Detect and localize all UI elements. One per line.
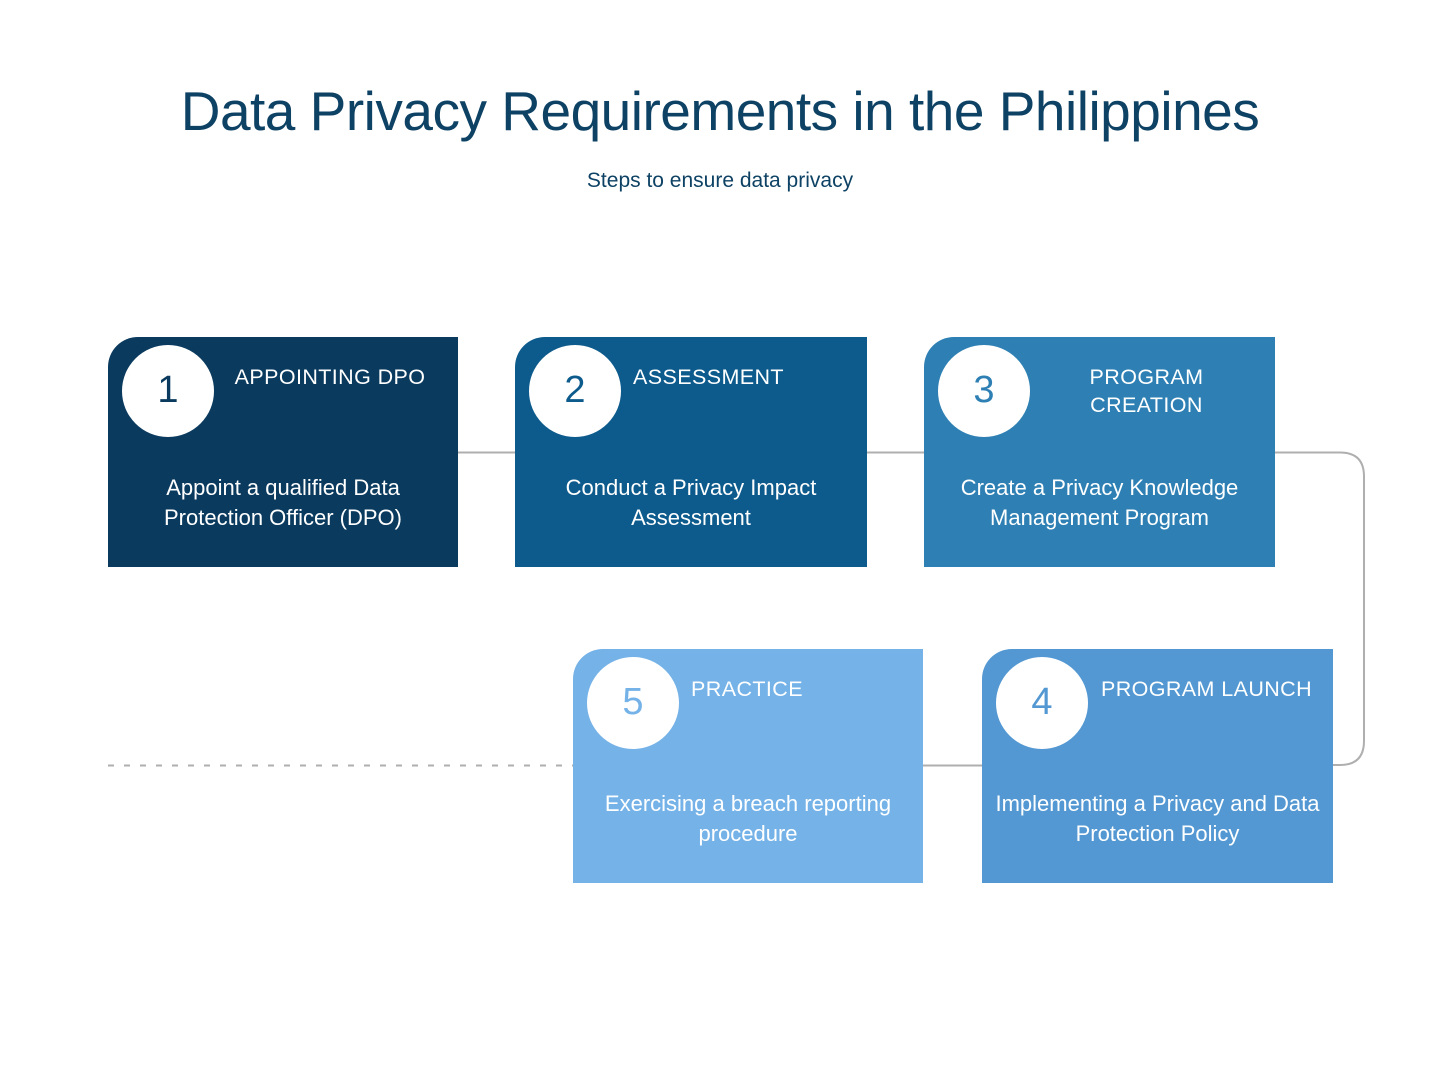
step-card-4[interactable]: PROGRAM LAUNCH Implementing a Privacy an… [982,649,1333,883]
step-5-number: 5 [622,680,644,723]
step-4-title: PROGRAM LAUNCH [1100,677,1313,701]
step-4-description: Implementing a Privacy and Data Protecti… [995,791,1320,847]
step-2-number: 2 [564,368,586,411]
step-5-description: Exercising a breach reporting procedure [604,791,892,847]
step-1-description: Appoint a qualified Data Protection Offi… [164,475,402,531]
step-1-number: 1 [157,368,179,411]
step-4-number: 4 [1031,680,1053,723]
step-card-3[interactable]: PROGRAM CREATION Create a Privacy Knowle… [924,337,1275,567]
step-1-number-badge: 1 [122,345,214,437]
step-card-2[interactable]: ASSESSMENT Conduct a Privacy Impact Asse… [515,337,867,567]
step-card-5[interactable]: PRACTICE Exercising a breach reporting p… [573,649,923,883]
step-2-number-badge: 2 [529,345,621,437]
step-2-description: Conduct a Privacy Impact Assessment [565,475,817,531]
page-title: Data Privacy Requirements in the Philipp… [180,80,1260,142]
step-5-number-badge: 5 [587,657,679,749]
step-4-number-badge: 4 [996,657,1088,749]
step-3-number-badge: 3 [938,345,1030,437]
step-1-title: APPOINTING DPO [234,365,426,389]
page-subtitle: Steps to ensure data privacy [586,169,854,192]
step-5-title: PRACTICE [691,677,803,701]
step-3-title: PROGRAM CREATION [1089,365,1204,418]
step-card-1[interactable]: APPOINTING DPO Appoint a qualified Data … [108,337,458,567]
step-2-title: ASSESSMENT [633,365,784,389]
step-3-description: Create a Privacy Knowledge Management Pr… [960,475,1239,531]
step-3-number: 3 [973,368,995,411]
